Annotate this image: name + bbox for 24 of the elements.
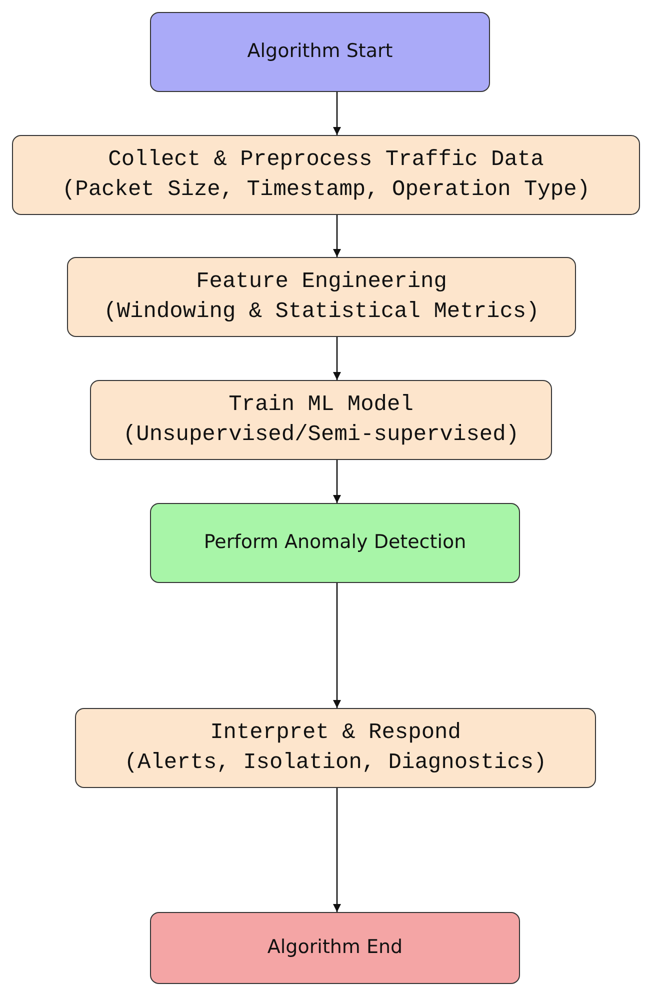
process-box bbox=[75, 708, 596, 788]
process-box bbox=[150, 503, 520, 583]
arrow bbox=[333, 788, 341, 912]
step-title: Perform Anomaly Detection bbox=[204, 530, 466, 556]
step-title: Collect & Preprocess Traffic Data bbox=[108, 146, 544, 174]
step-title: Interpret & Respond bbox=[210, 719, 461, 748]
step-detail: (Packet Size, Timestamp, Operation Type) bbox=[62, 176, 590, 204]
step-detail: (Alerts, Isolation, Diagnostics) bbox=[124, 749, 547, 777]
step-detail: (Windowing & Statistical Metrics) bbox=[104, 298, 540, 326]
step-title: Train ML Model bbox=[228, 391, 414, 420]
process-box bbox=[90, 380, 552, 460]
process-box bbox=[150, 12, 490, 92]
process-box bbox=[150, 912, 520, 984]
step-title: Algorithm End bbox=[267, 935, 403, 960]
step-title: Feature Engineering bbox=[196, 268, 447, 296]
arrow bbox=[333, 460, 341, 503]
arrow bbox=[333, 337, 341, 380]
step-detail: (Unsupervised/Semi-supervised) bbox=[122, 421, 520, 449]
arrow bbox=[333, 92, 341, 135]
arrow bbox=[333, 215, 341, 257]
arrow bbox=[333, 583, 341, 708]
process-box bbox=[12, 135, 640, 215]
process-box bbox=[67, 257, 576, 337]
step-title: Algorithm Start bbox=[247, 39, 393, 64]
